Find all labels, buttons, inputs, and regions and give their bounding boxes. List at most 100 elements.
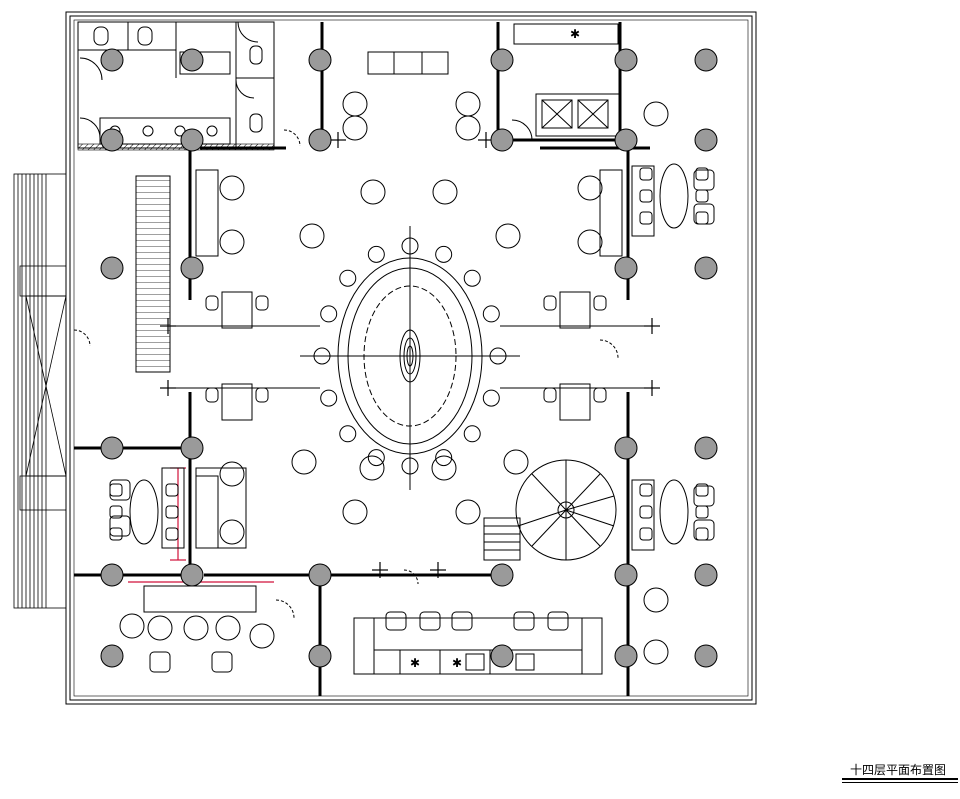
structural-columns: [100, 48, 718, 668]
round-table: [342, 499, 368, 525]
column: [694, 256, 718, 280]
column: [100, 644, 124, 668]
round-table: [219, 519, 245, 545]
column: [308, 644, 332, 668]
spiral-stair: [483, 459, 617, 561]
drawing-title: 十四层平面布置图: [849, 763, 946, 777]
stool: [435, 449, 453, 467]
column: [694, 563, 718, 587]
chair: [109, 483, 123, 497]
column: [180, 48, 204, 72]
round-table: [431, 455, 457, 481]
chair: [695, 189, 709, 203]
round-table: [299, 223, 325, 249]
chair: [639, 527, 653, 541]
column: [694, 436, 718, 460]
column: [180, 563, 204, 587]
round-table: [643, 639, 669, 665]
column: [308, 128, 332, 152]
chair: [695, 211, 709, 225]
chair: [109, 505, 123, 519]
bar-stool: [513, 611, 535, 631]
svg-text:✱: ✱: [570, 27, 580, 41]
round-table: [455, 91, 481, 117]
round-table: [577, 229, 603, 255]
round-table: [119, 613, 145, 639]
column: [100, 436, 124, 460]
chair: [695, 483, 709, 497]
accent-marks: [128, 467, 274, 583]
round-table: [495, 223, 521, 249]
chair: [205, 387, 219, 403]
chair: [165, 505, 179, 519]
bar-counter: ✱ ✱: [353, 617, 603, 675]
stool: [489, 347, 507, 365]
column: [694, 128, 718, 152]
pantry-counter: ✱: [511, 23, 621, 141]
bar-stool: [419, 611, 441, 631]
chair: [639, 483, 653, 497]
chair: [543, 295, 557, 311]
round-table: [219, 175, 245, 201]
column: [694, 644, 718, 668]
stool: [463, 425, 481, 443]
stool: [482, 305, 500, 323]
round-table: [455, 115, 481, 141]
round-table: [219, 229, 245, 255]
central-oval-atrium: [300, 226, 520, 490]
door-swing: [403, 569, 419, 585]
column: [308, 48, 332, 72]
stool: [367, 245, 385, 263]
round-table: [643, 101, 669, 127]
restroom-block: [77, 21, 275, 149]
door-swing: [73, 329, 91, 347]
column: [614, 48, 638, 72]
title-underline-thin: [842, 782, 958, 783]
column: [614, 563, 638, 587]
column: [180, 128, 204, 152]
column: [180, 256, 204, 280]
chair: [695, 167, 709, 181]
column: [490, 48, 514, 72]
stool: [463, 269, 481, 287]
square-table: [221, 383, 253, 421]
square-table: [221, 291, 253, 329]
chair: [165, 527, 179, 541]
column: [100, 48, 124, 72]
chair: [205, 295, 219, 311]
column: [490, 563, 514, 587]
armchair: [693, 485, 715, 507]
round-table: [503, 449, 529, 475]
chair: [639, 189, 653, 203]
column: [100, 563, 124, 587]
top-table: [367, 51, 449, 75]
round-table: [432, 179, 458, 205]
stool: [367, 449, 385, 467]
chair: [639, 211, 653, 225]
left-stair: [135, 175, 171, 373]
bar-stool: [451, 611, 473, 631]
round-table: [291, 449, 317, 475]
lower-left-lounge: [143, 467, 257, 613]
chair: [255, 295, 269, 311]
column: [614, 256, 638, 280]
column: [308, 563, 332, 587]
stool: [339, 269, 357, 287]
column: [614, 436, 638, 460]
round-table: [359, 455, 385, 481]
armchair: [109, 479, 131, 501]
column: [694, 48, 718, 72]
door-swing: [599, 339, 619, 359]
round-table: [342, 115, 368, 141]
chair: [255, 387, 269, 403]
chair: [165, 483, 179, 497]
stool: [313, 347, 331, 365]
partition-walls: [74, 22, 650, 696]
sofas: [161, 165, 655, 551]
oval-meeting-table: [129, 479, 159, 545]
stool: [320, 389, 338, 407]
armchair: [693, 519, 715, 541]
stool: [401, 237, 419, 255]
chair: [639, 167, 653, 181]
